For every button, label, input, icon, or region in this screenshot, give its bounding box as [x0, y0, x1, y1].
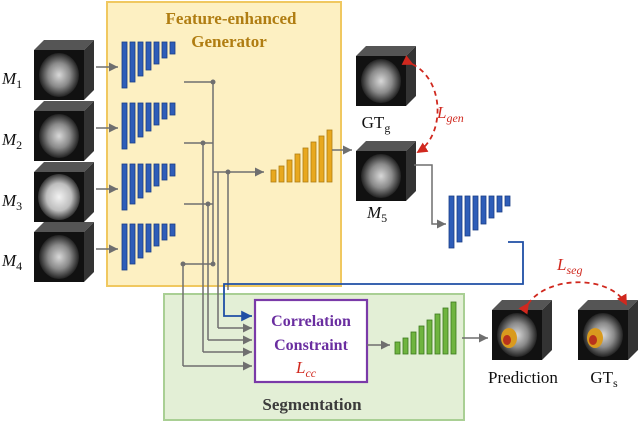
- gen-decoder-layer-4: [294, 153, 301, 183]
- gen-decoder-layer-5: [302, 147, 309, 183]
- label-m1: M1: [1, 69, 22, 91]
- m5-encoder-layer-7: [496, 195, 503, 213]
- m5-encoder-layer-3: [464, 195, 471, 237]
- encoder-4-layer-1: [121, 223, 128, 271]
- encoder-2-layer-4: [145, 102, 152, 132]
- encoder-1-layer-5: [153, 41, 160, 65]
- encoder-2-layer-7: [169, 102, 176, 116]
- encoder-3-layer-6: [161, 163, 168, 181]
- encoder-1-layer-1: [121, 41, 128, 89]
- constraint-input-arrows: [182, 323, 252, 371]
- seg-decoder-layer-2: [402, 337, 409, 355]
- l-cc-label: Lcc: [295, 358, 317, 380]
- prediction-label: Prediction: [488, 368, 558, 387]
- encoder-3-layer-5: [153, 163, 160, 187]
- seg-decoder-layer-6: [434, 313, 441, 355]
- encoder-4-layer-7: [169, 223, 176, 237]
- encoder-3-layer-7: [169, 163, 176, 177]
- segmentation-title: Segmentation: [262, 395, 362, 414]
- m5-cube: [356, 141, 416, 201]
- encoder-2-layer-1: [121, 102, 128, 150]
- encoder-2-layer-2: [129, 102, 136, 144]
- encoder-3-layer-4: [145, 163, 152, 193]
- encoder-3-layer-1: [121, 163, 128, 211]
- m5-encoder-layer-5: [480, 195, 487, 225]
- encoder-4-layer-6: [161, 223, 168, 241]
- input-cube-m2: [34, 101, 94, 161]
- m5-label: M5: [366, 203, 387, 225]
- gt-seg-label: GTs: [590, 368, 618, 390]
- encoder-4-layer-2: [129, 223, 136, 265]
- label-m3: M3: [1, 191, 22, 213]
- seg-decoder-layer-4: [418, 325, 425, 355]
- correlation-constraint-box: [253, 298, 369, 384]
- m5-encoder-stack: [448, 195, 511, 249]
- encoder-1-layer-6: [161, 41, 168, 59]
- gen-decoder-layer-2: [278, 165, 285, 183]
- m5-encoder-layer-6: [488, 195, 495, 219]
- encoder-1-layer-4: [145, 41, 152, 71]
- m5-encoder-layer-2: [456, 195, 463, 243]
- input-cube-m1: [34, 40, 94, 100]
- m5-encoder-layer-1: [448, 195, 455, 249]
- seg-decoder-layer-8: [450, 301, 457, 355]
- seg-decoder-layer-1: [394, 341, 401, 355]
- l-gen-connector: [401, 55, 439, 153]
- junction-dots: [180, 79, 231, 267]
- gt-gen-label: GTg: [362, 113, 391, 135]
- label-m4: M4: [1, 251, 22, 273]
- feature-lines: [182, 81, 264, 352]
- gen-decoder-layer-8: [326, 129, 333, 183]
- gen-decoder-layer-1: [270, 169, 277, 183]
- input-cube-m4: [34, 222, 94, 282]
- input-labels: M1 M2 M3 M4: [1, 69, 22, 273]
- encoder-1-layer-3: [137, 41, 144, 77]
- correlation-label-line1: Correlation: [271, 313, 351, 330]
- m5-encoder-layer-4: [472, 195, 479, 231]
- encoder-2-layer-5: [153, 102, 160, 126]
- gt-gen-cube: [356, 46, 416, 106]
- input-arrows: [96, 62, 118, 254]
- encoder-4-layer-3: [137, 223, 144, 259]
- input-cube-m3: [34, 162, 94, 222]
- seg-decoder-layer-5: [426, 319, 433, 355]
- label-m2: M2: [1, 130, 22, 152]
- encoder-2-layer-3: [137, 102, 144, 138]
- gen-decoder-layer-6: [310, 141, 317, 183]
- generator-title-line1: Feature-enhanced: [166, 9, 297, 28]
- encoder-1-layer-2: [129, 41, 136, 83]
- encoder-2-layer-6: [161, 102, 168, 120]
- segmentation-decoder: [394, 301, 457, 355]
- generator-decoder: [270, 129, 333, 183]
- l-seg-connector: [518, 281, 627, 315]
- encoder-4-layer-5: [153, 223, 160, 247]
- l-gen-label: Lgen: [436, 103, 464, 125]
- correlation-label-line2: Constraint: [274, 337, 348, 354]
- encoder-3-layer-3: [137, 163, 144, 199]
- seg-decoder-layer-3: [410, 331, 417, 355]
- gen-decoder-layer-3: [286, 159, 293, 183]
- seg-decoder-layer-7: [442, 307, 449, 355]
- l-seg-label: Lseg: [556, 255, 582, 277]
- encoder-3-layer-2: [129, 163, 136, 205]
- prediction-cube: [492, 300, 552, 360]
- generator-title-line2: Generator: [191, 32, 267, 51]
- encoder-4-layer-4: [145, 223, 152, 253]
- gt-seg-cube: [578, 300, 638, 360]
- m5-to-seg-encoder-arrow: [414, 164, 446, 229]
- m5-encoder-layer-8: [504, 195, 511, 207]
- m5-feature-path: [223, 241, 524, 322]
- encoder-1-layer-7: [169, 41, 176, 55]
- gen-decoder-layer-7: [318, 135, 325, 183]
- encoder-stacks: [121, 41, 176, 271]
